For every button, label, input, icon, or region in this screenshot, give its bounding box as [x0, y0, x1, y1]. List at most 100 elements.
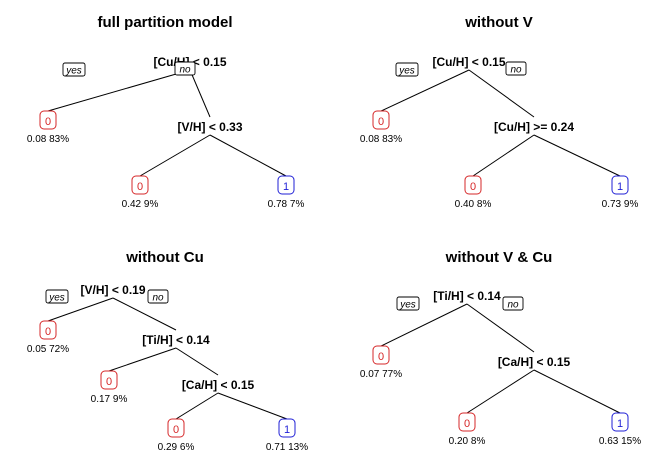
tree-edge	[112, 297, 177, 331]
split-condition: [Ca/H] < 0.15	[498, 355, 571, 369]
leaf-class: 0	[470, 181, 476, 193]
split-label-bg	[68, 283, 158, 297]
leaf-box	[39, 320, 57, 340]
leaf-node: 00.29 6%	[158, 418, 194, 453]
leaf-class: 1	[617, 181, 623, 193]
leaf-node: 0 0.20 8%	[449, 412, 486, 447]
leaf-class: 0	[464, 418, 470, 430]
leaf-box	[611, 412, 629, 432]
leaf-stats: 0.40 8%	[455, 199, 492, 210]
tree-edge	[217, 392, 288, 420]
leaf-class: 0	[378, 351, 384, 363]
split-condition: [Cu/H] >= 0.24	[494, 120, 574, 134]
split-condition: [Ti/H] < 0.14	[433, 289, 501, 303]
tree-edge	[533, 369, 621, 414]
leaf-box	[39, 110, 57, 130]
split-condition: [Ca/H] < 0.15	[182, 378, 255, 392]
yes-box	[62, 62, 86, 77]
panel-title: full partition model	[98, 14, 233, 31]
leaf-box	[277, 175, 295, 195]
no-text: no	[152, 293, 164, 304]
leaf-class: 1	[284, 424, 290, 436]
leaf-node: 1 0.73 9%	[602, 175, 639, 210]
tree-edge	[533, 134, 621, 177]
yes-branch-label: yes	[62, 62, 86, 77]
tree-edge	[139, 134, 211, 177]
tree-edge	[468, 69, 535, 118]
leaf-stats: 0.20 8%	[449, 436, 486, 447]
no-branch-label: no	[505, 61, 527, 76]
leaf-class: 1	[283, 181, 289, 193]
tree-panel: without Cu[V/H] < 0.19[Ti/H] < 0.14[Ca/H…	[27, 249, 308, 453]
leaf-stats: 0.05 72%	[27, 344, 69, 355]
leaf-node: 1 0.78 7%	[268, 175, 305, 210]
no-box	[147, 289, 169, 304]
leaf-box	[372, 110, 390, 130]
leaf-stats: 0.17 9%	[91, 394, 128, 405]
leaf-class: 0	[173, 424, 179, 436]
leaf-box	[131, 175, 149, 195]
leaf-node: 0 0.08 83%	[27, 110, 69, 145]
tree-edge	[466, 303, 535, 353]
leaf-node: 0 0.17 9%	[91, 370, 128, 405]
yes-box	[396, 296, 420, 311]
split-condition: [Ti/H] < 0.14	[142, 333, 210, 347]
leaf-node: 00.42 9%	[122, 175, 158, 210]
leaf-class: 1	[617, 418, 623, 430]
tree-edge	[209, 134, 287, 177]
no-box	[502, 296, 524, 311]
no-text: no	[507, 300, 519, 311]
leaf-box	[464, 175, 482, 195]
no-branch-label: no	[147, 289, 169, 304]
tree-edge	[175, 347, 219, 376]
yes-branch-label: yes	[395, 62, 419, 77]
tree-panel: full partition model[Cu/H] < 0.15[V/H] <…	[27, 14, 305, 210]
split-label-bg	[165, 120, 255, 134]
leaf-box	[100, 370, 118, 390]
leaf-stats: 0.08 83%	[360, 134, 402, 145]
yes-box	[45, 289, 69, 304]
leaf-node: 1 0.71 13%	[266, 418, 308, 453]
yes-text: yes	[399, 300, 416, 311]
tree-edge	[380, 69, 470, 112]
tree-edge	[175, 392, 219, 420]
leaf-node: 0 0.40 8%	[455, 175, 492, 210]
leaf-stats: 0.73 9%	[602, 199, 639, 210]
yes-text: yes	[65, 66, 82, 77]
no-branch-label: no	[174, 61, 196, 76]
yes-text: yes	[398, 66, 415, 77]
split-label-bg	[482, 120, 586, 134]
tree-panel: without V & Cu [Ti/H] < 0.14 [Ca/H] < 0.15…	[360, 249, 641, 447]
leaf-stats: 0.08 83%	[27, 134, 69, 145]
split-label-bg	[419, 289, 515, 303]
tree-edge	[380, 303, 468, 347]
panel-title: without Cu	[125, 249, 203, 266]
tree-edge	[108, 347, 177, 372]
panel-title: without V & Cu	[445, 249, 553, 266]
leaf-box	[458, 412, 476, 432]
split-label-bg	[486, 355, 582, 369]
leaf-node: 0 0.07 77%	[360, 345, 402, 380]
split-condition: [V/H] < 0.33	[177, 120, 242, 134]
no-branch-label: no	[502, 296, 524, 311]
tree-edge	[189, 69, 211, 118]
leaf-node: 0 0.08 83%	[360, 110, 402, 145]
tree-edge	[466, 369, 535, 414]
tree-edge	[47, 69, 191, 112]
leaf-box	[372, 345, 390, 365]
leaf-class: 0	[137, 181, 143, 193]
leaf-stats: 0.07 77%	[360, 369, 402, 380]
leaf-stats: 0.63 15%	[599, 436, 641, 447]
leaf-box	[167, 418, 185, 438]
leaf-stats: 0.71 13%	[266, 442, 308, 453]
no-box	[174, 61, 196, 76]
leaf-class: 0	[378, 116, 384, 128]
leaf-class: 0	[106, 376, 112, 388]
leaf-stats: 0.78 7%	[268, 199, 305, 210]
leaf-node: 1 0.63 15%	[599, 412, 641, 447]
leaf-class: 0	[45, 326, 51, 338]
leaf-box	[611, 175, 629, 195]
leaf-class: 0	[45, 116, 51, 128]
